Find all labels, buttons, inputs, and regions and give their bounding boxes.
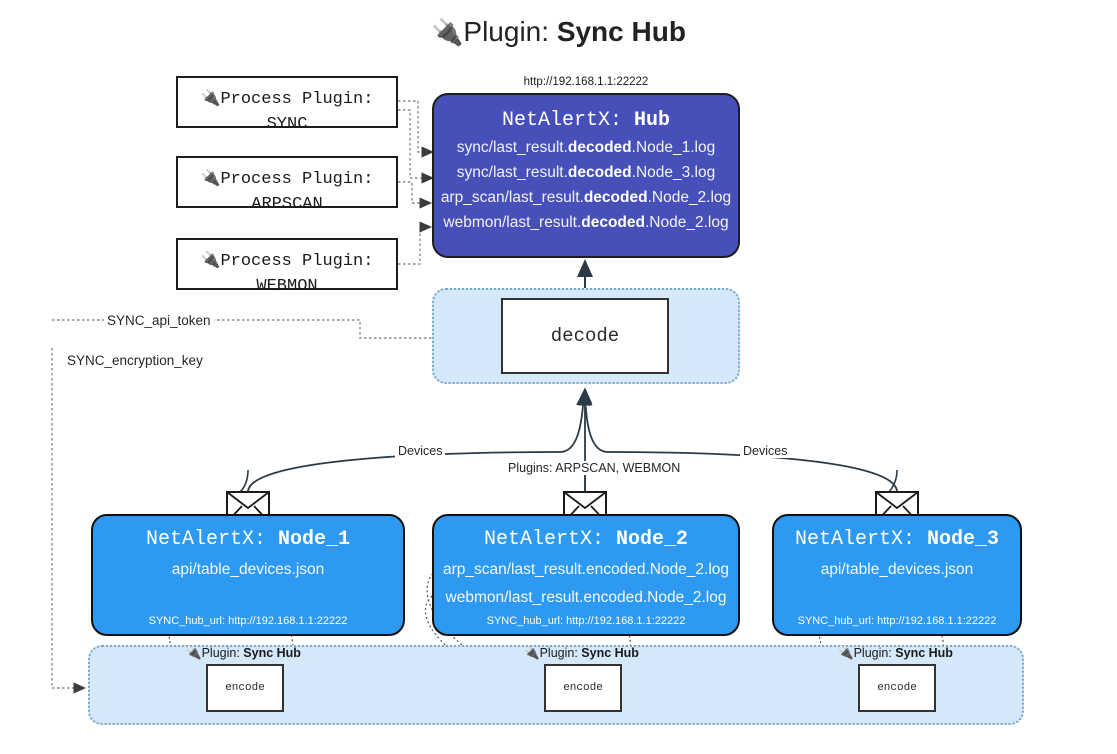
electric-plug-icon: 🔌 <box>200 88 221 107</box>
node-title: NetAlertX: Node_3 <box>794 528 1000 551</box>
edge-sync-plugin-to-hub-line1 <box>398 100 435 158</box>
encode-label: encode <box>225 682 265 694</box>
electric-plug-icon: 🔌 <box>838 645 854 660</box>
hub-log-line: sync/last_result.decoded.Node_1.log <box>456 139 716 156</box>
sync-api-token-label: SYNC_api_token <box>104 313 214 328</box>
hub-box[interactable]: NetAlertX: Hub sync/last_result.decoded.… <box>432 93 740 258</box>
node-title: NetAlertX: Node_1 <box>145 528 351 551</box>
electric-plug-icon: 🔌 <box>431 17 464 47</box>
stem-node1-envelope <box>239 469 249 493</box>
decode-box[interactable]: decode <box>501 298 669 374</box>
decode-label: decode <box>550 325 620 347</box>
node-title: NetAlertX: Node_2 <box>483 528 689 551</box>
encode-label: encode <box>877 682 917 694</box>
process-plugin-box-arpscan[interactable]: 🔌Process Plugin: ARPSCAN <box>176 156 398 214</box>
edge-node1-to-decode <box>247 389 591 493</box>
encode-box-2[interactable]: encode <box>544 664 622 712</box>
edge-label-devices-right: Devices <box>740 444 791 458</box>
hub-log-line: sync/last_result.decoded.Node_3.log <box>456 164 716 181</box>
node-payload-line: api/table_devices.json <box>171 561 325 578</box>
electric-plug-icon: 🔌 <box>524 645 540 660</box>
process-plugin-box-sync[interactable]: 🔌Process Plugin: SYNC <box>176 76 398 134</box>
process-plugin-header: Process Plugin: <box>220 252 374 271</box>
page-title-prefix: Plugin: <box>463 16 557 47</box>
plugin-label-sync-hub-3: 🔌Plugin: Sync Hub <box>838 645 953 660</box>
process-plugin-name: SYNC <box>266 114 308 134</box>
edge-label-plugins-center: Plugins: ARPSCAN, WEBMON <box>505 461 684 475</box>
process-plugin-header: Process Plugin: <box>220 170 374 189</box>
encode-label: encode <box>563 682 603 694</box>
process-plugin-name: ARPSCAN <box>251 194 323 214</box>
edge-encryption-key-to-encoders <box>51 348 87 694</box>
hub-log-line: arp_scan/last_result.decoded.Node_2.log <box>440 189 732 206</box>
hub-url-label: http://192.168.1.1:22222 <box>523 76 649 88</box>
encode-box-1[interactable]: encode <box>206 664 284 712</box>
page-title: 🔌Plugin: Sync Hub <box>0 16 1117 48</box>
page-title-name: Sync Hub <box>556 16 686 47</box>
node-box-node-2[interactable]: NetAlertX: Node_2 arp_scan/last_result.e… <box>432 514 740 636</box>
process-plugin-box-webmon[interactable]: 🔌Process Plugin: WEBMON <box>176 238 398 296</box>
edge-label-devices-left: Devices <box>395 444 446 458</box>
node-payload-line: arp_scan/last_result.encoded.Node_2.log <box>442 561 730 578</box>
node-box-node-1[interactable]: NetAlertX: Node_1 api/table_devices.json… <box>91 514 405 636</box>
node-payload-line: api/table_devices.json <box>820 561 974 578</box>
edge-arpscan-plugin-to-hub-line3 <box>398 181 433 209</box>
edge-sync-plugin-to-hub-line2 <box>398 109 435 184</box>
edge-webmon-plugin-to-hub-line4 <box>398 221 433 265</box>
electric-plug-icon: 🔌 <box>186 645 202 660</box>
hub-log-line: webmon/last_result.decoded.Node_2.log <box>443 214 729 231</box>
hub-title-name: Hub <box>634 109 671 132</box>
electric-plug-icon: 🔌 <box>200 250 221 269</box>
node-hub-url: SYNC_hub_url: http://192.168.1.1:22222 <box>148 615 348 627</box>
node-box-node-3[interactable]: NetAlertX: Node_3 api/table_devices.json… <box>772 514 1022 636</box>
plugin-label-sync-hub-2: 🔌Plugin: Sync Hub <box>524 645 639 660</box>
hub-title: NetAlertX: Hub <box>434 109 738 132</box>
encode-box-3[interactable]: encode <box>858 664 936 712</box>
process-plugin-name: WEBMON <box>256 276 318 296</box>
plugin-label-sync-hub-1: 🔌Plugin: Sync Hub <box>186 645 301 660</box>
process-plugin-header: Process Plugin: <box>220 90 374 109</box>
node-hub-url: SYNC_hub_url: http://192.168.1.1:22222 <box>797 615 997 627</box>
node-hub-url: SYNC_hub_url: http://192.168.1.1:22222 <box>486 615 686 627</box>
node-payload-line: webmon/last_result.encoded.Node_2.log <box>445 589 727 606</box>
edge-node3-to-decode <box>578 389 898 493</box>
sync-encryption-key-label: SYNC_encryption_key <box>64 353 206 368</box>
stem-node3-envelope <box>888 469 898 493</box>
electric-plug-icon: 🔌 <box>200 168 221 187</box>
hub-title-prefix: NetAlertX: <box>501 109 634 132</box>
